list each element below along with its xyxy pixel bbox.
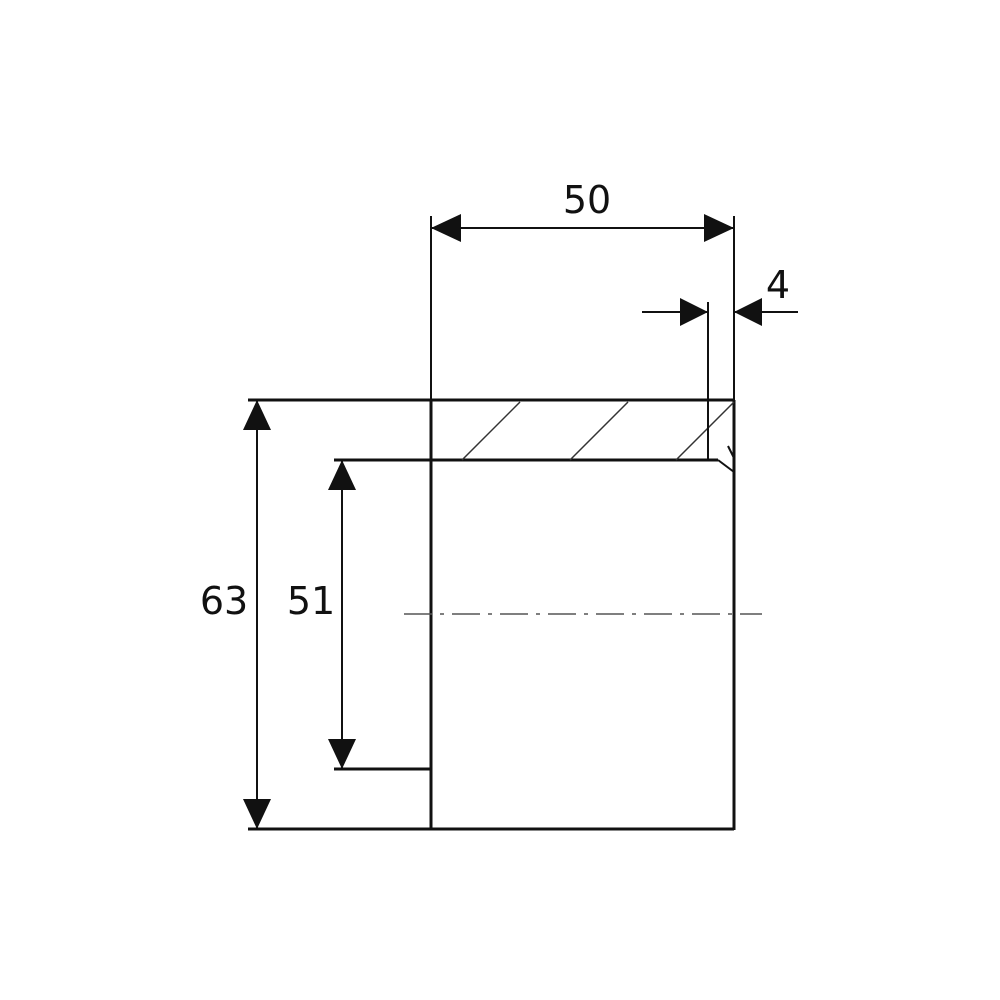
length-label: 50 — [563, 178, 611, 222]
inner-diameter-dimension: 51 — [287, 460, 356, 769]
outer-diameter-label: 63 — [200, 579, 248, 623]
arrow-top — [328, 460, 356, 490]
arrow-bottom — [328, 739, 356, 769]
arrow-right — [704, 214, 734, 242]
arrow-top — [243, 400, 271, 430]
inner-diameter-label: 51 — [287, 579, 335, 623]
arrow-bottom — [243, 799, 271, 829]
chamfer-line — [727, 445, 735, 459]
length-dimension: 50 — [430, 178, 735, 400]
wall-thickness-dimension: 4 — [642, 263, 798, 460]
wall-thickness-label: 4 — [766, 263, 790, 307]
pipe-body — [248, 398, 736, 831]
wall-section-hatching — [461, 401, 735, 461]
hatch-line — [569, 401, 629, 461]
outer-diameter-dimension: 63 — [200, 400, 271, 829]
hatch-line — [675, 401, 735, 461]
arrow-left — [431, 214, 461, 242]
arrow-left — [680, 298, 708, 326]
chamfer-edge — [717, 459, 735, 473]
hatch-line — [461, 401, 521, 461]
arrow-right — [734, 298, 762, 326]
